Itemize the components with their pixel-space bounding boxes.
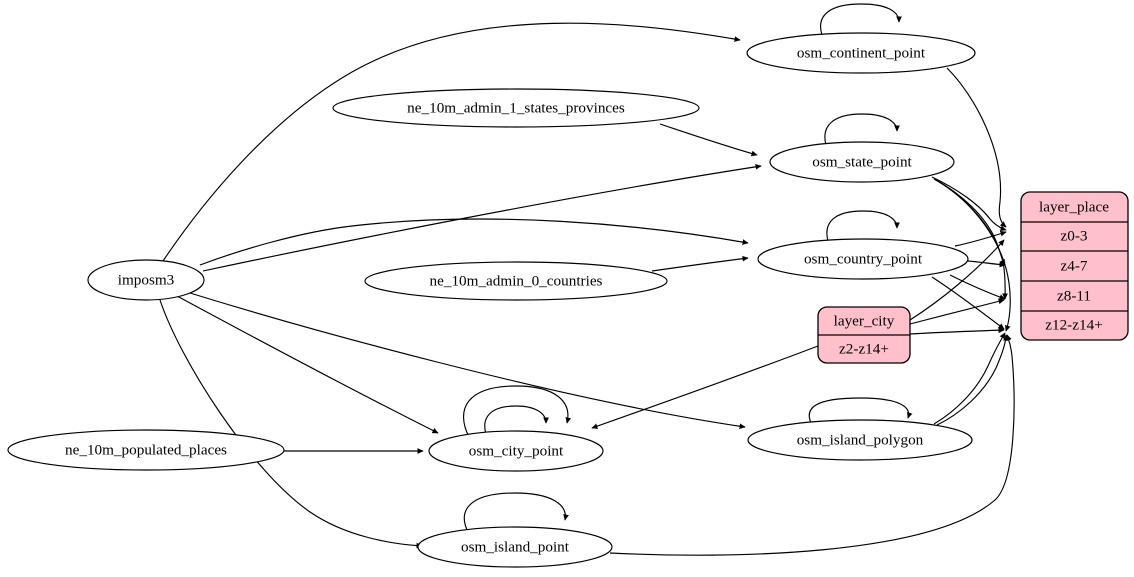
edge-osm_island_polygon-to-layer_place-a <box>936 335 1006 426</box>
edge-layer_city-to-layer_place-z12 <box>909 330 1004 335</box>
edge-osm_state_point-to-layer_place-z12 <box>937 180 1011 331</box>
node-ne_states-label: ne_10m_admin_1_states_provinces <box>407 99 625 116</box>
edge-osm_island_polygon-to-layer_place-b <box>933 333 1006 425</box>
node-ne_10m_admin_1_states_provinces[interactable]: ne_10m_admin_1_states_provinces <box>332 88 700 128</box>
edge-self-loop-osm_state_point <box>824 113 897 146</box>
layer_place-row-z8-11[interactable]: z8-11 <box>1057 287 1091 304</box>
edge-self-loop-outer-osm_city_point <box>462 385 568 438</box>
edge-imposm3-to-osm_country_point <box>199 218 748 266</box>
edge-self-loop-osm_island_point <box>463 492 565 535</box>
node-osm_city_point-label: osm_city_point <box>469 442 564 459</box>
edge-osm_state_point-to-layer_place-z8-11 <box>935 179 1005 299</box>
edge-layer_city-to-layer_place-z8-11 <box>909 300 1004 325</box>
edge-layer_city-to-layer_place-z0-3 <box>909 240 1004 321</box>
layer_place-row-z12-z14[interactable]: z12-z14+ <box>1045 316 1102 333</box>
node-osm_island_point[interactable]: osm_island_point <box>417 526 613 568</box>
node-imposm3-label: imposm3 <box>118 271 175 288</box>
layer_place-row-z4-7[interactable]: z4-7 <box>1061 257 1088 274</box>
edge-imposm3-to-osm_island_point <box>159 299 422 546</box>
node-osm_continent_point-label: osm_continent_point <box>797 44 926 61</box>
node-osm_island_point-label: osm_island_point <box>461 538 570 555</box>
edge-osm_country_point-to-layer_place-z4-7 <box>967 260 1005 265</box>
edge-osm_island_point-to-layer_place <box>609 335 1015 556</box>
layer_place-row-title: layer_place <box>1039 198 1109 215</box>
edge-osm_state_point-to-layer_place-z0-3 <box>931 176 1006 230</box>
node-ne_countries-label: ne_10m_admin_0_countries <box>430 272 603 289</box>
node-osm_country_point-label: osm_country_point <box>804 250 923 267</box>
node-osm_city_point[interactable]: osm_city_point <box>428 430 604 472</box>
node-ne_10m_admin_0_countries[interactable]: ne_10m_admin_0_countries <box>364 261 668 301</box>
node-layer_place[interactable]: layer_place z0-3 z4-7 z8-11 z12-z14+ <box>1020 191 1129 341</box>
node-osm_continent_point[interactable]: osm_continent_point <box>746 32 976 74</box>
edge-self-loop-osm_island_polygon <box>808 397 908 426</box>
edge-ne_states-to-osm_state_point <box>659 123 757 155</box>
edge-osm_country_point-to-layer_place-z12 <box>931 276 1004 330</box>
edge-osm_country_point-to-layer_place-z8-11 <box>949 274 1005 299</box>
node-osm_state_point[interactable]: osm_state_point <box>769 141 955 183</box>
nodes-layer: imposm3 ne_10m_admin_1_states_provinces … <box>7 32 1129 568</box>
edge-osm_continent_point-to-layer_place <box>946 67 1006 227</box>
node-ne_10m_populated_places[interactable]: ne_10m_populated_places <box>7 429 285 471</box>
node-imposm3[interactable]: imposm3 <box>87 259 205 301</box>
node-osm_state_point-label: osm_state_point <box>812 153 912 170</box>
edge-ne_countries-to-osm_country_point <box>651 258 748 272</box>
edge-layer_city-to-osm_city_point <box>592 345 819 428</box>
node-osm_country_point[interactable]: osm_country_point <box>757 238 969 280</box>
edge-imposm3-to-osm_city_point <box>176 295 438 434</box>
layer_city-row-title: layer_city <box>834 312 895 329</box>
edge-imposm3-to-osm_state_point <box>202 166 761 272</box>
edge-imposm3-to-osm_continent_point <box>162 22 740 262</box>
edge-self-loop-osm_country_point <box>826 210 897 242</box>
node-ne_populated-label: ne_10m_populated_places <box>65 441 227 458</box>
layer_city-row-z2-z14[interactable]: z2-z14+ <box>839 340 889 357</box>
edge-self-loop-osm_continent_point <box>820 3 899 36</box>
edge-imposm3-to-osm_island_polygon <box>189 292 745 427</box>
node-osm_island_polygon[interactable]: osm_island_polygon <box>747 419 973 461</box>
edge-self-loop-osm_city_point <box>484 405 546 435</box>
layer_place-row-z0-3[interactable]: z0-3 <box>1061 227 1088 244</box>
node-layer_city[interactable]: layer_city z2-z14+ <box>817 306 911 364</box>
node-osm_island_polygon-label: osm_island_polygon <box>797 431 924 448</box>
edge-osm_country_point-to-layer_place-z0-3 <box>954 232 1006 247</box>
edges-layer <box>159 3 1015 556</box>
